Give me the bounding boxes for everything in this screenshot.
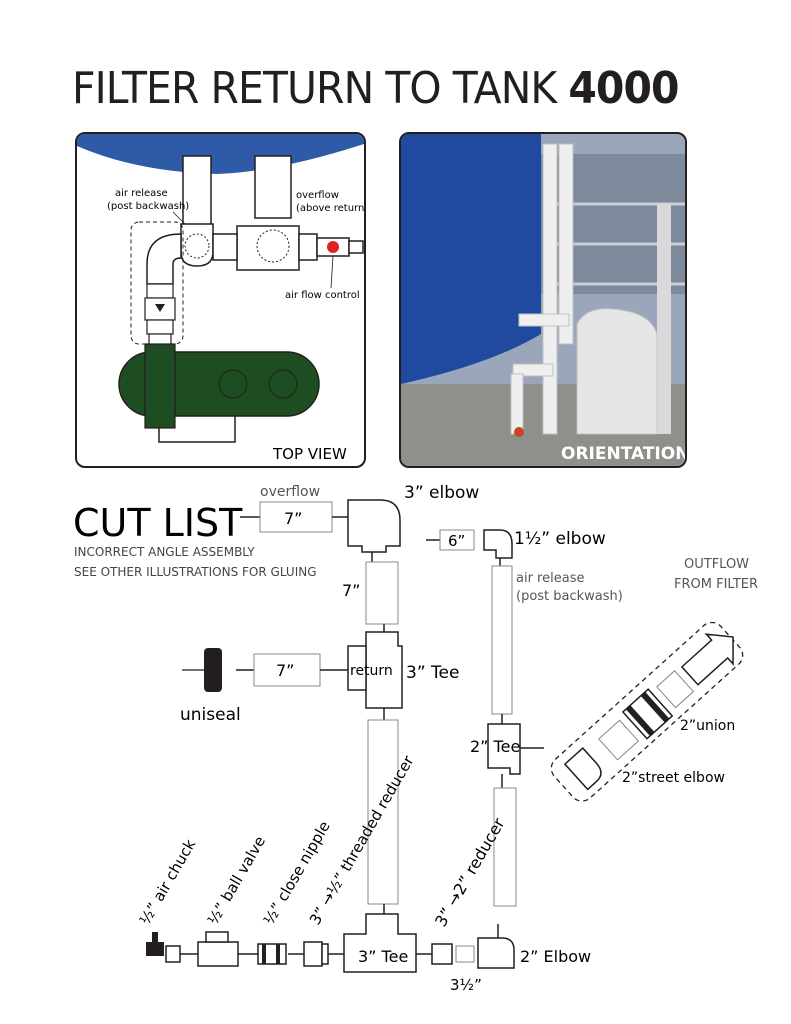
main-stack-parts (165, 499, 515, 973)
valve-outlet (348, 240, 364, 254)
outflow-parts (563, 633, 734, 791)
photo-valve-icon (514, 427, 524, 437)
valve-handle-icon (327, 241, 339, 253)
union-part (146, 283, 174, 299)
flow-arrow-icon (155, 304, 165, 312)
reducer-3-2-label: 3” →2” reducer (431, 814, 509, 930)
air-release-pipe (182, 155, 212, 233)
air-release-label-2: air release (516, 571, 584, 586)
threaded-reducer-label: 3” →½” threaded reducer (306, 752, 418, 928)
title-number: 4000 (568, 63, 679, 114)
air-flow-control-label: air flow control (285, 290, 360, 301)
outflow-sub-label: FROM FILTER (674, 577, 758, 592)
pump-motor-circle-1 (218, 369, 248, 399)
close-nipple-ring-1 (262, 944, 266, 964)
air-release-leader (172, 211, 186, 225)
return-length: 7” (276, 661, 294, 680)
air-flow-leader (330, 255, 334, 289)
tee-2-label: 2” Tee (470, 737, 520, 756)
air-chuck-label: ½” air chuck (136, 836, 200, 928)
close-nipple-ring-2 (276, 944, 280, 964)
union-ring-1 (625, 705, 655, 737)
length-3-5-label: 3½” (450, 976, 482, 994)
overflow-length: 7” (284, 509, 302, 528)
elbow-hidden-circle (184, 233, 210, 259)
cut-list-heading: CUT LIST (73, 501, 243, 545)
union-part-lower (146, 319, 174, 335)
pump-inlet (144, 343, 176, 429)
union-ring-2 (640, 691, 670, 723)
overflow-label: overflow (260, 484, 320, 500)
outflow-dashed-outline (550, 621, 744, 802)
photo-blue-tank (401, 134, 541, 384)
uniseal-label: uniseal (180, 705, 241, 725)
small-length: 6” (448, 532, 465, 550)
uniseal-gasket (204, 648, 222, 692)
photo-post (657, 204, 671, 434)
tee-hidden-circle (256, 229, 290, 263)
tee-3-bottom-label: 3” Tee (358, 947, 408, 966)
air-chuck-fitting (146, 942, 164, 956)
return-label: return (350, 663, 393, 679)
union-2-label: 2”union (680, 718, 735, 734)
photo-filter (576, 308, 658, 435)
top-view-diagram: air release (post backwash) overflow (ab… (77, 134, 364, 463)
vertical-length: 7” (342, 581, 360, 600)
reducer-stub (298, 233, 318, 261)
air-release-riser (426, 529, 544, 907)
top-view-label: TOP VIEW (272, 445, 347, 463)
street-elbow-label: 2”street elbow (622, 770, 725, 786)
top-view-panel: air release (post backwash) overflow (ab… (75, 132, 366, 468)
cut-list-note-1: INCORRECT ANGLE ASSEMBLY (74, 545, 255, 559)
close-nipple-label: ½” close nipple (260, 818, 334, 928)
orientation-label: ORIENTATION (561, 444, 685, 464)
elbow-2-label: 2” Elbow (520, 947, 591, 966)
tank-shape (77, 134, 364, 174)
pump-drain (158, 416, 236, 443)
elbow-3-label: 3” elbow (404, 483, 479, 503)
outflow-assembly (550, 621, 744, 802)
overflow-label: overflow (296, 190, 339, 201)
air-release-label: air release (115, 188, 168, 199)
air-release-elbow (180, 223, 214, 267)
pump-motor-circle-2 (268, 369, 298, 399)
overflow-tee (236, 225, 300, 271)
overflow-pipe (254, 155, 292, 219)
ball-valve-label: ½” ball valve (204, 833, 269, 928)
air-release-sub-label-2: (post backwash) (516, 589, 623, 604)
orientation-photo-illustration: ORIENTATION (401, 134, 685, 466)
outflow-label: OUTFLOW (684, 557, 749, 572)
tee-3-top-label: 3” Tee (406, 663, 459, 683)
orientation-photo: ORIENTATION (399, 132, 687, 468)
photo-pipes (510, 143, 574, 435)
elbow-1-5-label: 1½” elbow (514, 529, 606, 549)
title-main: FILTER RETURN TO TANK (72, 63, 557, 114)
air-chuck-stem (152, 932, 158, 944)
page-title: FILTER RETURN TO TANK 4000 (72, 64, 679, 114)
cut-list-note-2: SEE OTHER ILLUSTRATIONS FOR GLUING (74, 565, 317, 579)
street-elbow (146, 233, 182, 285)
air-release-sub-label: (post backwash) (107, 201, 189, 212)
overflow-sub-label: (above return) (296, 203, 364, 214)
connector-pipe (212, 233, 238, 261)
